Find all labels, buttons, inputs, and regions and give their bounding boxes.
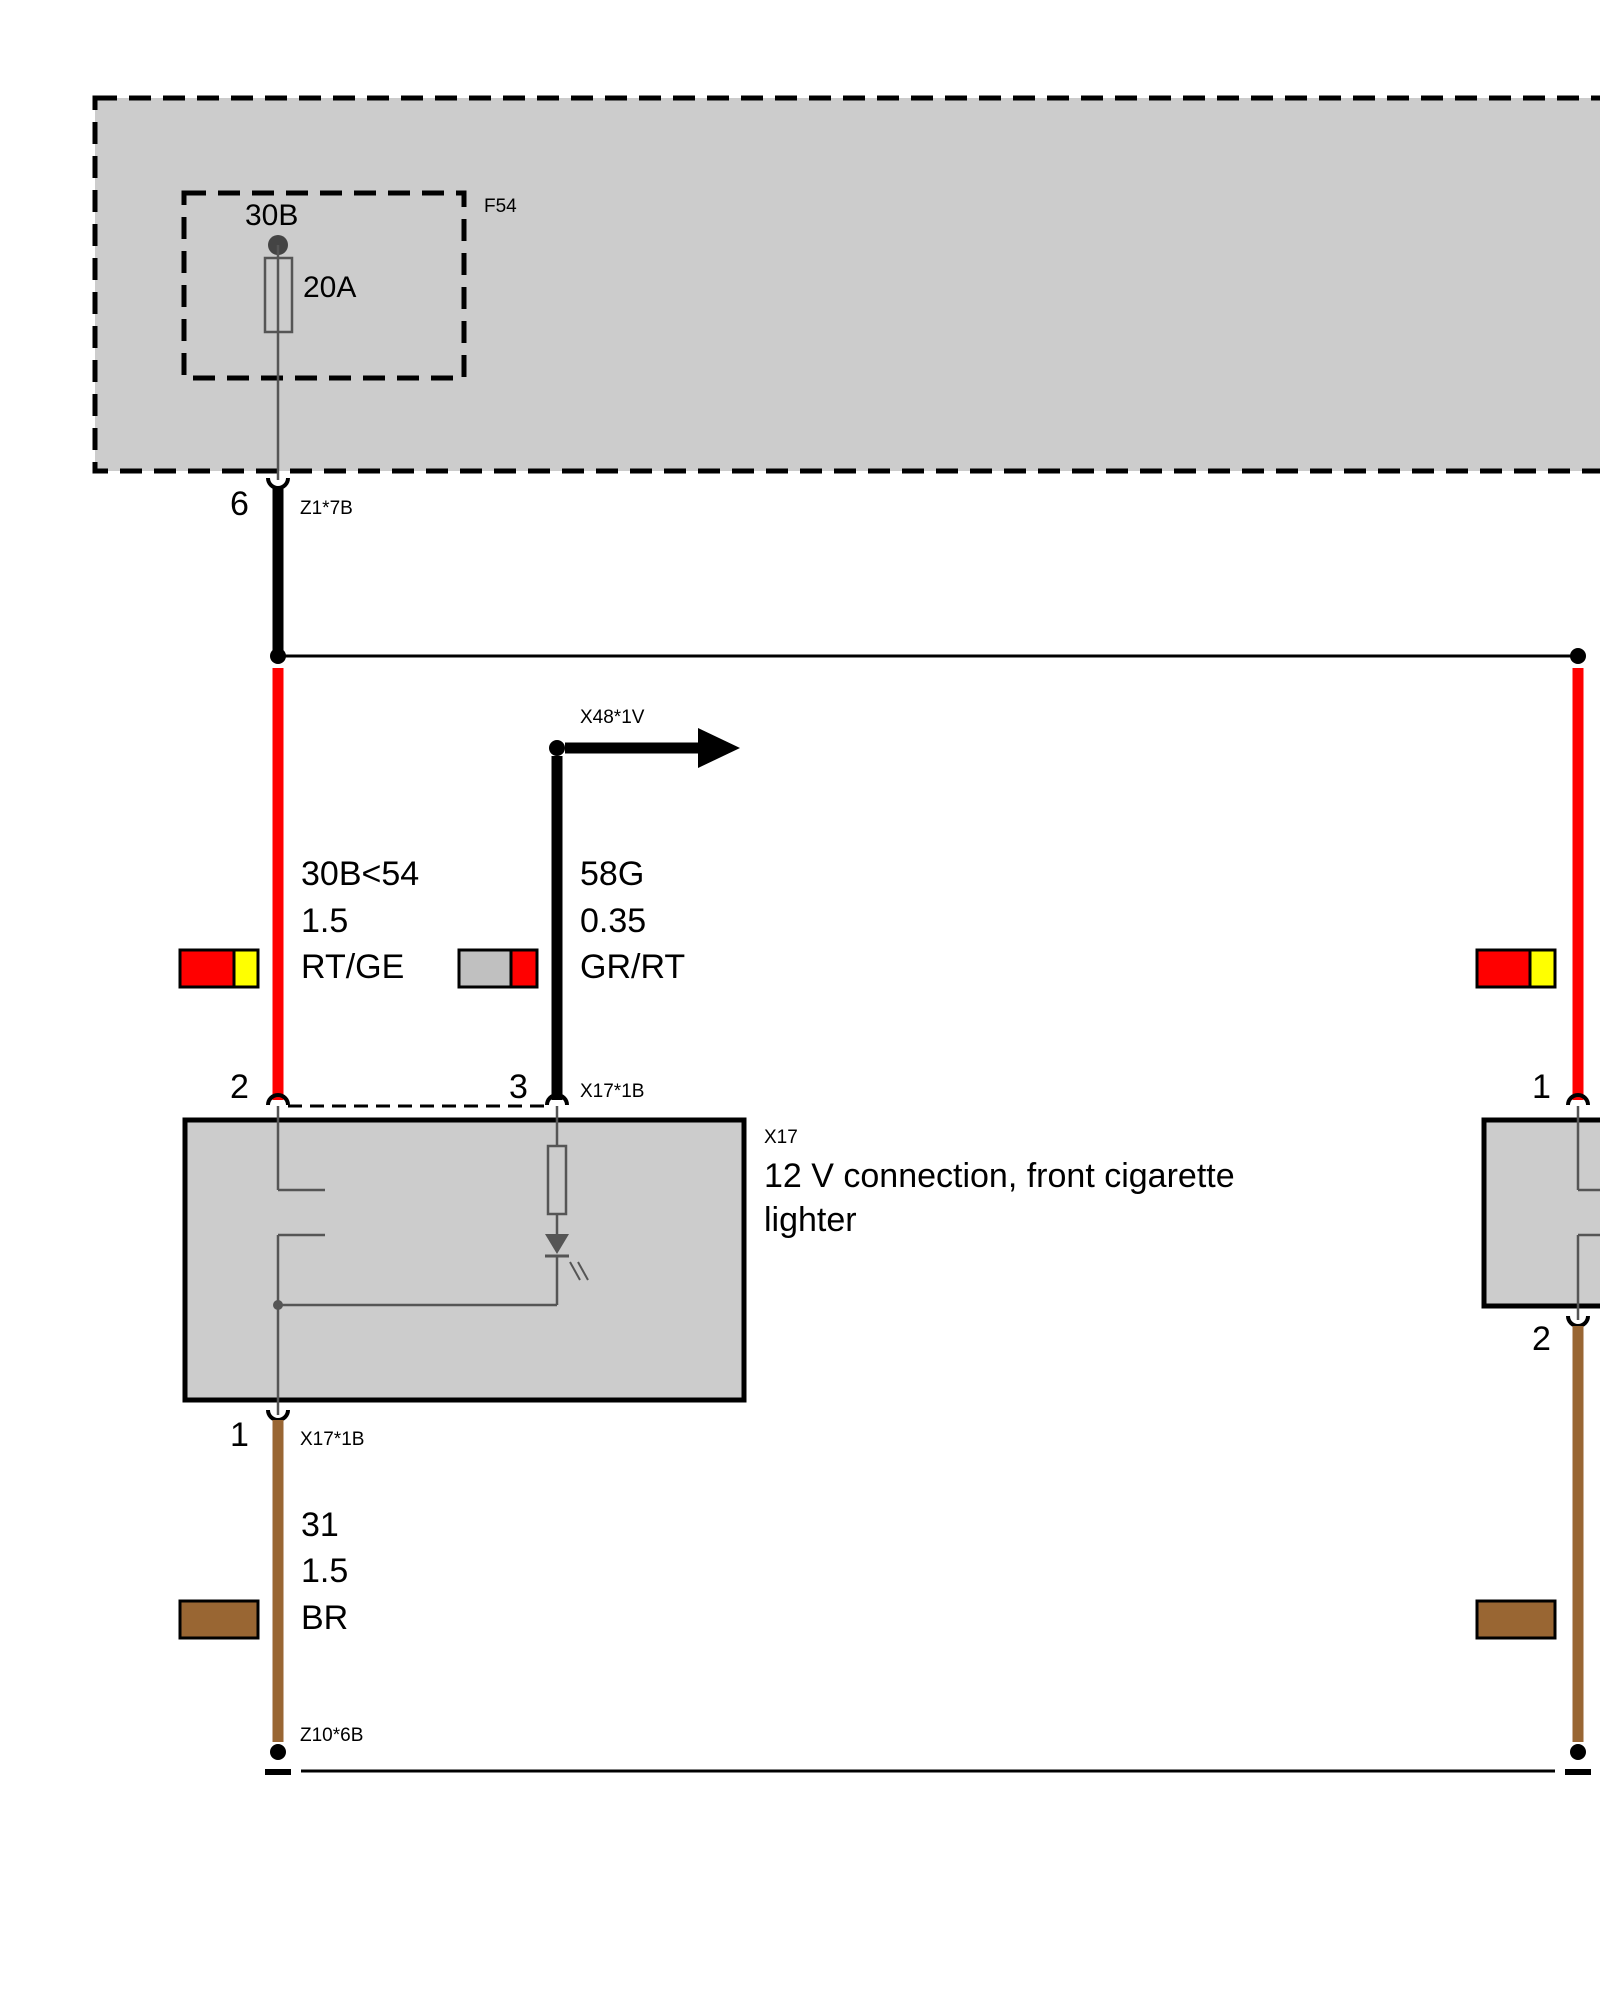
x17-component-box: [182, 1117, 747, 1403]
z1-connector-label: Z1*7B: [300, 498, 353, 519]
brown-wire-color-code: BR: [301, 1599, 348, 1637]
x17-description-line2: lighter: [764, 1201, 857, 1239]
red-wire-color-code: RT/GE: [301, 948, 404, 986]
right-pin-1: 1: [1532, 1068, 1551, 1106]
left-pin-2: 2: [230, 1068, 249, 1106]
grey-wire-size: 0.35: [580, 902, 646, 940]
grey-wire-color-code: GR/RT: [580, 948, 685, 986]
left-pin-3: 3: [509, 1068, 528, 1106]
fuse-terminal-label: 30B: [245, 199, 298, 232]
right-internal-circuit: [1576, 1106, 1600, 1320]
brown-wire-signal: 31: [301, 1506, 339, 1544]
grey-wire-color-swatch: [457, 948, 539, 989]
x48-connector-label: X48*1V: [580, 707, 645, 728]
x48-arrow-icon: [698, 728, 740, 768]
right-pin-2: 2: [1532, 1320, 1551, 1358]
x17-bottom-connector-label: X17*1B: [300, 1429, 364, 1450]
junction-dot-right: [1570, 648, 1586, 664]
x17-pin2-symbol: [266, 1093, 290, 1106]
brown-wire-size: 1.5: [301, 1552, 348, 1590]
red-wire-size: 1.5: [301, 902, 348, 940]
fuse-f54-box: [181, 190, 467, 381]
x17-top-connector-label: X17*1B: [580, 1081, 644, 1102]
z1-pin-number: 6: [230, 485, 249, 523]
x48-terminal-dot: [549, 740, 565, 756]
fuse-module-box: [92, 95, 1600, 474]
x17-description-line1: 12 V connection, front cigarette: [764, 1157, 1235, 1195]
right-connector-top-symbol: [1566, 1093, 1590, 1106]
right-component-box: [1481, 1117, 1600, 1309]
z10-connector-label: Z10*6B: [300, 1725, 363, 1746]
red-wire-signal: 30B<54: [301, 855, 419, 893]
fuse-label: F54: [484, 196, 517, 217]
right-ground-dot: [1570, 1744, 1586, 1760]
grey-wire-signal: 58G: [580, 855, 644, 893]
brown-wire-right-color-swatch: [1475, 1599, 1557, 1640]
red-wire-color-swatch: [178, 948, 260, 989]
left-pin-1: 1: [230, 1416, 249, 1454]
brown-wire-color-swatch: [178, 1599, 260, 1640]
red-wire-right-color-swatch: [1475, 948, 1557, 989]
z10-terminal-dot: [270, 1744, 286, 1760]
fuse-rating: 20A: [303, 271, 356, 304]
x17-internal-circuit: [273, 1106, 589, 1415]
x17-component-code: X17: [764, 1127, 798, 1148]
x17-pin3-symbol: [545, 1093, 569, 1106]
